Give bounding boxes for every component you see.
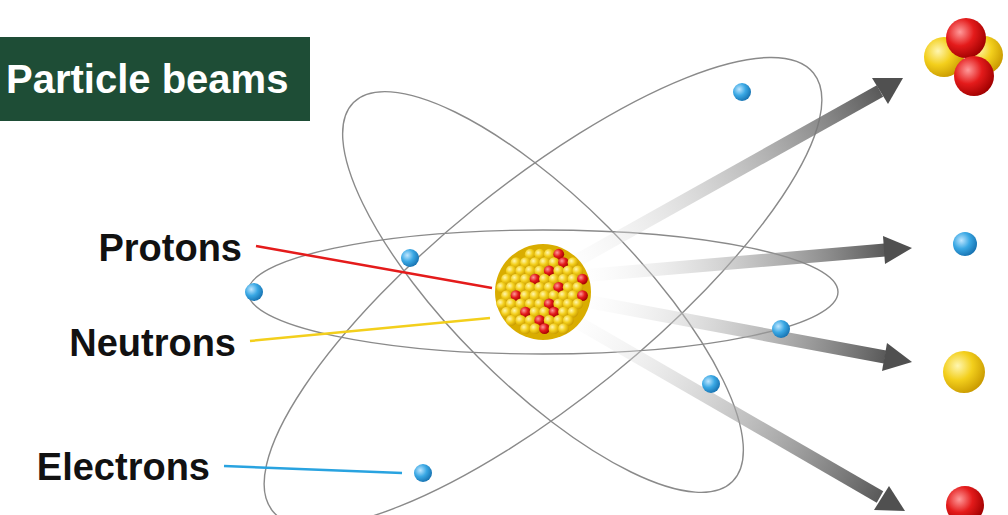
title-text: Particle beams	[0, 57, 310, 102]
part-label: Electrons	[37, 448, 210, 486]
part-label: Protons	[98, 229, 242, 267]
nucleon	[506, 315, 517, 326]
nucleon	[520, 323, 531, 334]
title-band: Particle beams	[0, 37, 310, 121]
nucleus	[495, 244, 591, 340]
beam-arrows	[560, 78, 912, 511]
leader-lines	[224, 246, 492, 473]
emitted-particles	[924, 18, 1003, 515]
nucleon	[558, 323, 569, 334]
nucleon	[530, 323, 541, 334]
electrons	[245, 83, 790, 482]
nucleon	[539, 323, 550, 334]
part-label: Neutrons	[69, 324, 236, 362]
nucleon	[549, 323, 560, 334]
